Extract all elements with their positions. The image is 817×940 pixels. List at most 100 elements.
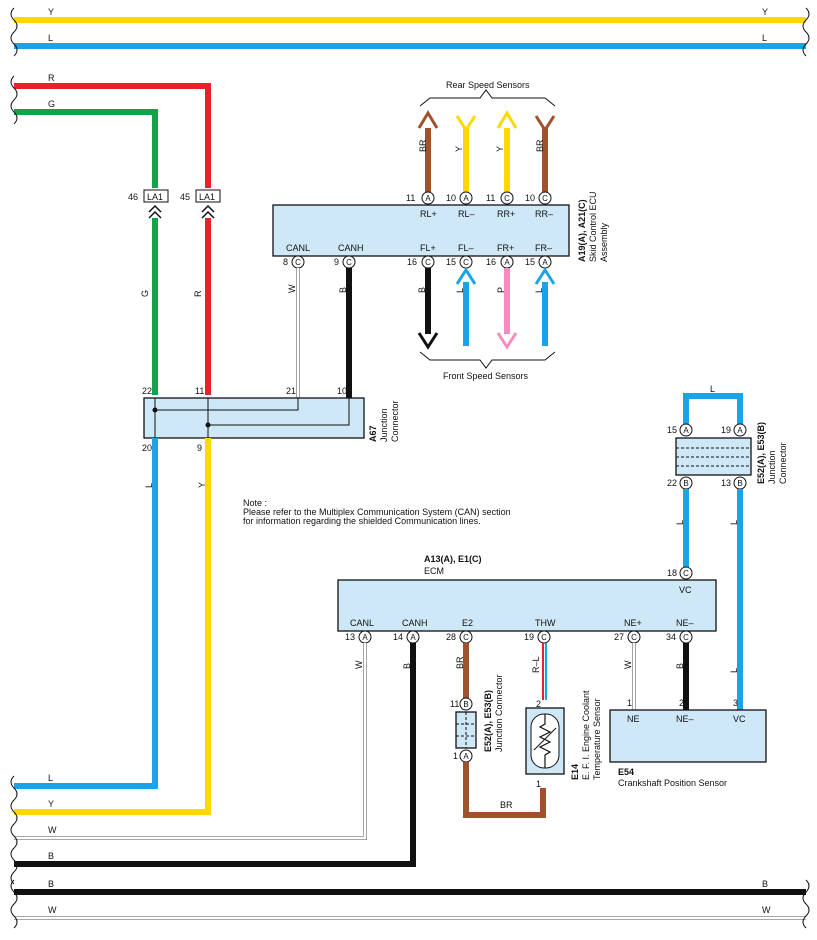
pin-num: 15 [446, 257, 456, 267]
wire-ecm-canl-core [14, 643, 367, 840]
pin-num: 15 [667, 425, 677, 435]
pin-circle [679, 423, 693, 437]
pin-conn: A [683, 426, 689, 435]
front-sensors-caption: Front Speed Sensors [443, 371, 529, 381]
wire-g [14, 109, 158, 188]
pin-num: 1 [627, 698, 632, 708]
wire-label: Y [495, 146, 505, 152]
break-mark [10, 7, 18, 57]
pin-num: 9 [334, 257, 339, 267]
wire-ecm-canl [14, 643, 367, 840]
pin-num: 11 [406, 193, 415, 203]
rear-sensors-caption: Rear Speed Sensors [446, 80, 530, 90]
e52-bottom-junction: B 11 A 1 E52(A), E53(B) Junction Connect… [450, 674, 546, 818]
pin-num: 14 [393, 632, 403, 642]
terminal-label: FL– [458, 243, 474, 253]
pin-conn: A [504, 258, 510, 267]
rear-sensors-brace [419, 89, 556, 107]
arrow-icon [455, 267, 477, 285]
junction-dot [205, 422, 211, 428]
pin-num: 8 [283, 257, 288, 267]
skid-ecu-name: Assembly [599, 222, 609, 262]
e14-coolant-sensor: 2 1 E14 E. F. I. Engine Coolant Temperat… [525, 690, 602, 789]
wire-label: W [287, 284, 297, 293]
break-mark [802, 879, 810, 929]
pin-num: 18 [667, 568, 677, 578]
terminal-label: FR– [535, 243, 552, 253]
e52-bottom-name: Junction Connector [494, 674, 504, 752]
ecm-code: A13(A), E1(C) [424, 554, 482, 564]
wire-label: B [762, 879, 768, 889]
pin-conn: B [683, 479, 688, 488]
wire-label: W [762, 905, 771, 915]
terminal-label: FL+ [420, 243, 436, 253]
terminal-label: NE– [676, 618, 694, 628]
wire-label: W [48, 905, 57, 915]
terminal-label: NE [627, 714, 640, 724]
wire-label: L [455, 288, 465, 293]
pin-num: 22 [667, 478, 677, 488]
wire-label: Y [48, 7, 54, 17]
pin-conn: A [737, 426, 743, 435]
wire-l-loop [683, 393, 743, 424]
note-line: Please refer to the Multiplex Communicat… [243, 507, 511, 517]
wire-label: B [417, 287, 427, 293]
pin-num: 2 [536, 699, 541, 709]
pin-conn: A [362, 633, 368, 642]
skid-ecu-name: Skid Control ECU [588, 191, 598, 262]
wire-label: L [729, 668, 739, 673]
skid-control-ecu: Rear Speed Sensors BR Y Y BR A 11 A 10 C… [272, 80, 609, 398]
arrow-icon [455, 115, 477, 133]
terminal-label: E2 [462, 618, 473, 628]
arrow-icon [417, 332, 439, 350]
arrow-icon [534, 115, 556, 133]
pin-num: 20 [142, 443, 152, 453]
break-mark [802, 7, 810, 57]
wire-label: BR [418, 139, 428, 152]
e52-top-code: E52(A), E53(B) [756, 422, 766, 484]
wire-label: Y [48, 799, 54, 809]
wire-label: Y [454, 146, 464, 152]
terminal-label: CANH [402, 618, 428, 628]
arrow-icon [496, 332, 518, 350]
wire-label: R [193, 290, 203, 297]
terminal-label: FR+ [497, 243, 514, 253]
pin-num: 19 [524, 632, 534, 642]
arrow-icon [534, 267, 556, 285]
pin-num: 16 [407, 257, 417, 267]
wire-label: G [140, 290, 150, 297]
pin-num: 34 [666, 632, 676, 642]
la1-left-name: LA1 [147, 192, 163, 202]
pin-conn: C [463, 633, 469, 642]
la1-right-name: LA1 [199, 192, 215, 202]
wire-y-a67 [14, 438, 211, 815]
arrow-icon [417, 110, 439, 129]
ecm-box [337, 579, 717, 632]
pin-num: 15 [525, 257, 535, 267]
wire-label: B [48, 851, 54, 861]
terminal-label: NE+ [624, 618, 642, 628]
pin-num: 1 [453, 751, 458, 761]
pin-conn: A [542, 258, 548, 267]
pin-num: 10 [446, 193, 456, 203]
e14-name: Temperature Sensor [592, 698, 602, 780]
pin-num: 1 [536, 779, 541, 789]
la1-right-pin: 45 [180, 192, 190, 202]
pin-conn: B [463, 700, 468, 709]
pin-num: 13 [345, 632, 355, 642]
junction-line [456, 712, 476, 748]
e54-name: Crankshaft Position Sensor [618, 778, 727, 788]
a67-name: Junction [379, 408, 389, 442]
a67-code: A67 [368, 425, 378, 442]
wire-label: L [710, 384, 715, 394]
e52-bottom-code: E52(A), E53(B) [483, 690, 493, 752]
pin-conn: A [463, 194, 469, 203]
wire-label: B [48, 879, 54, 889]
pin-circle [459, 191, 473, 205]
thermistor-arrow [533, 727, 557, 751]
a67-box [143, 397, 365, 439]
pin-num: 13 [721, 478, 731, 488]
pin-num: 16 [486, 257, 496, 267]
pin-num: 3 [733, 698, 738, 708]
front-sensors-brace [419, 351, 556, 369]
